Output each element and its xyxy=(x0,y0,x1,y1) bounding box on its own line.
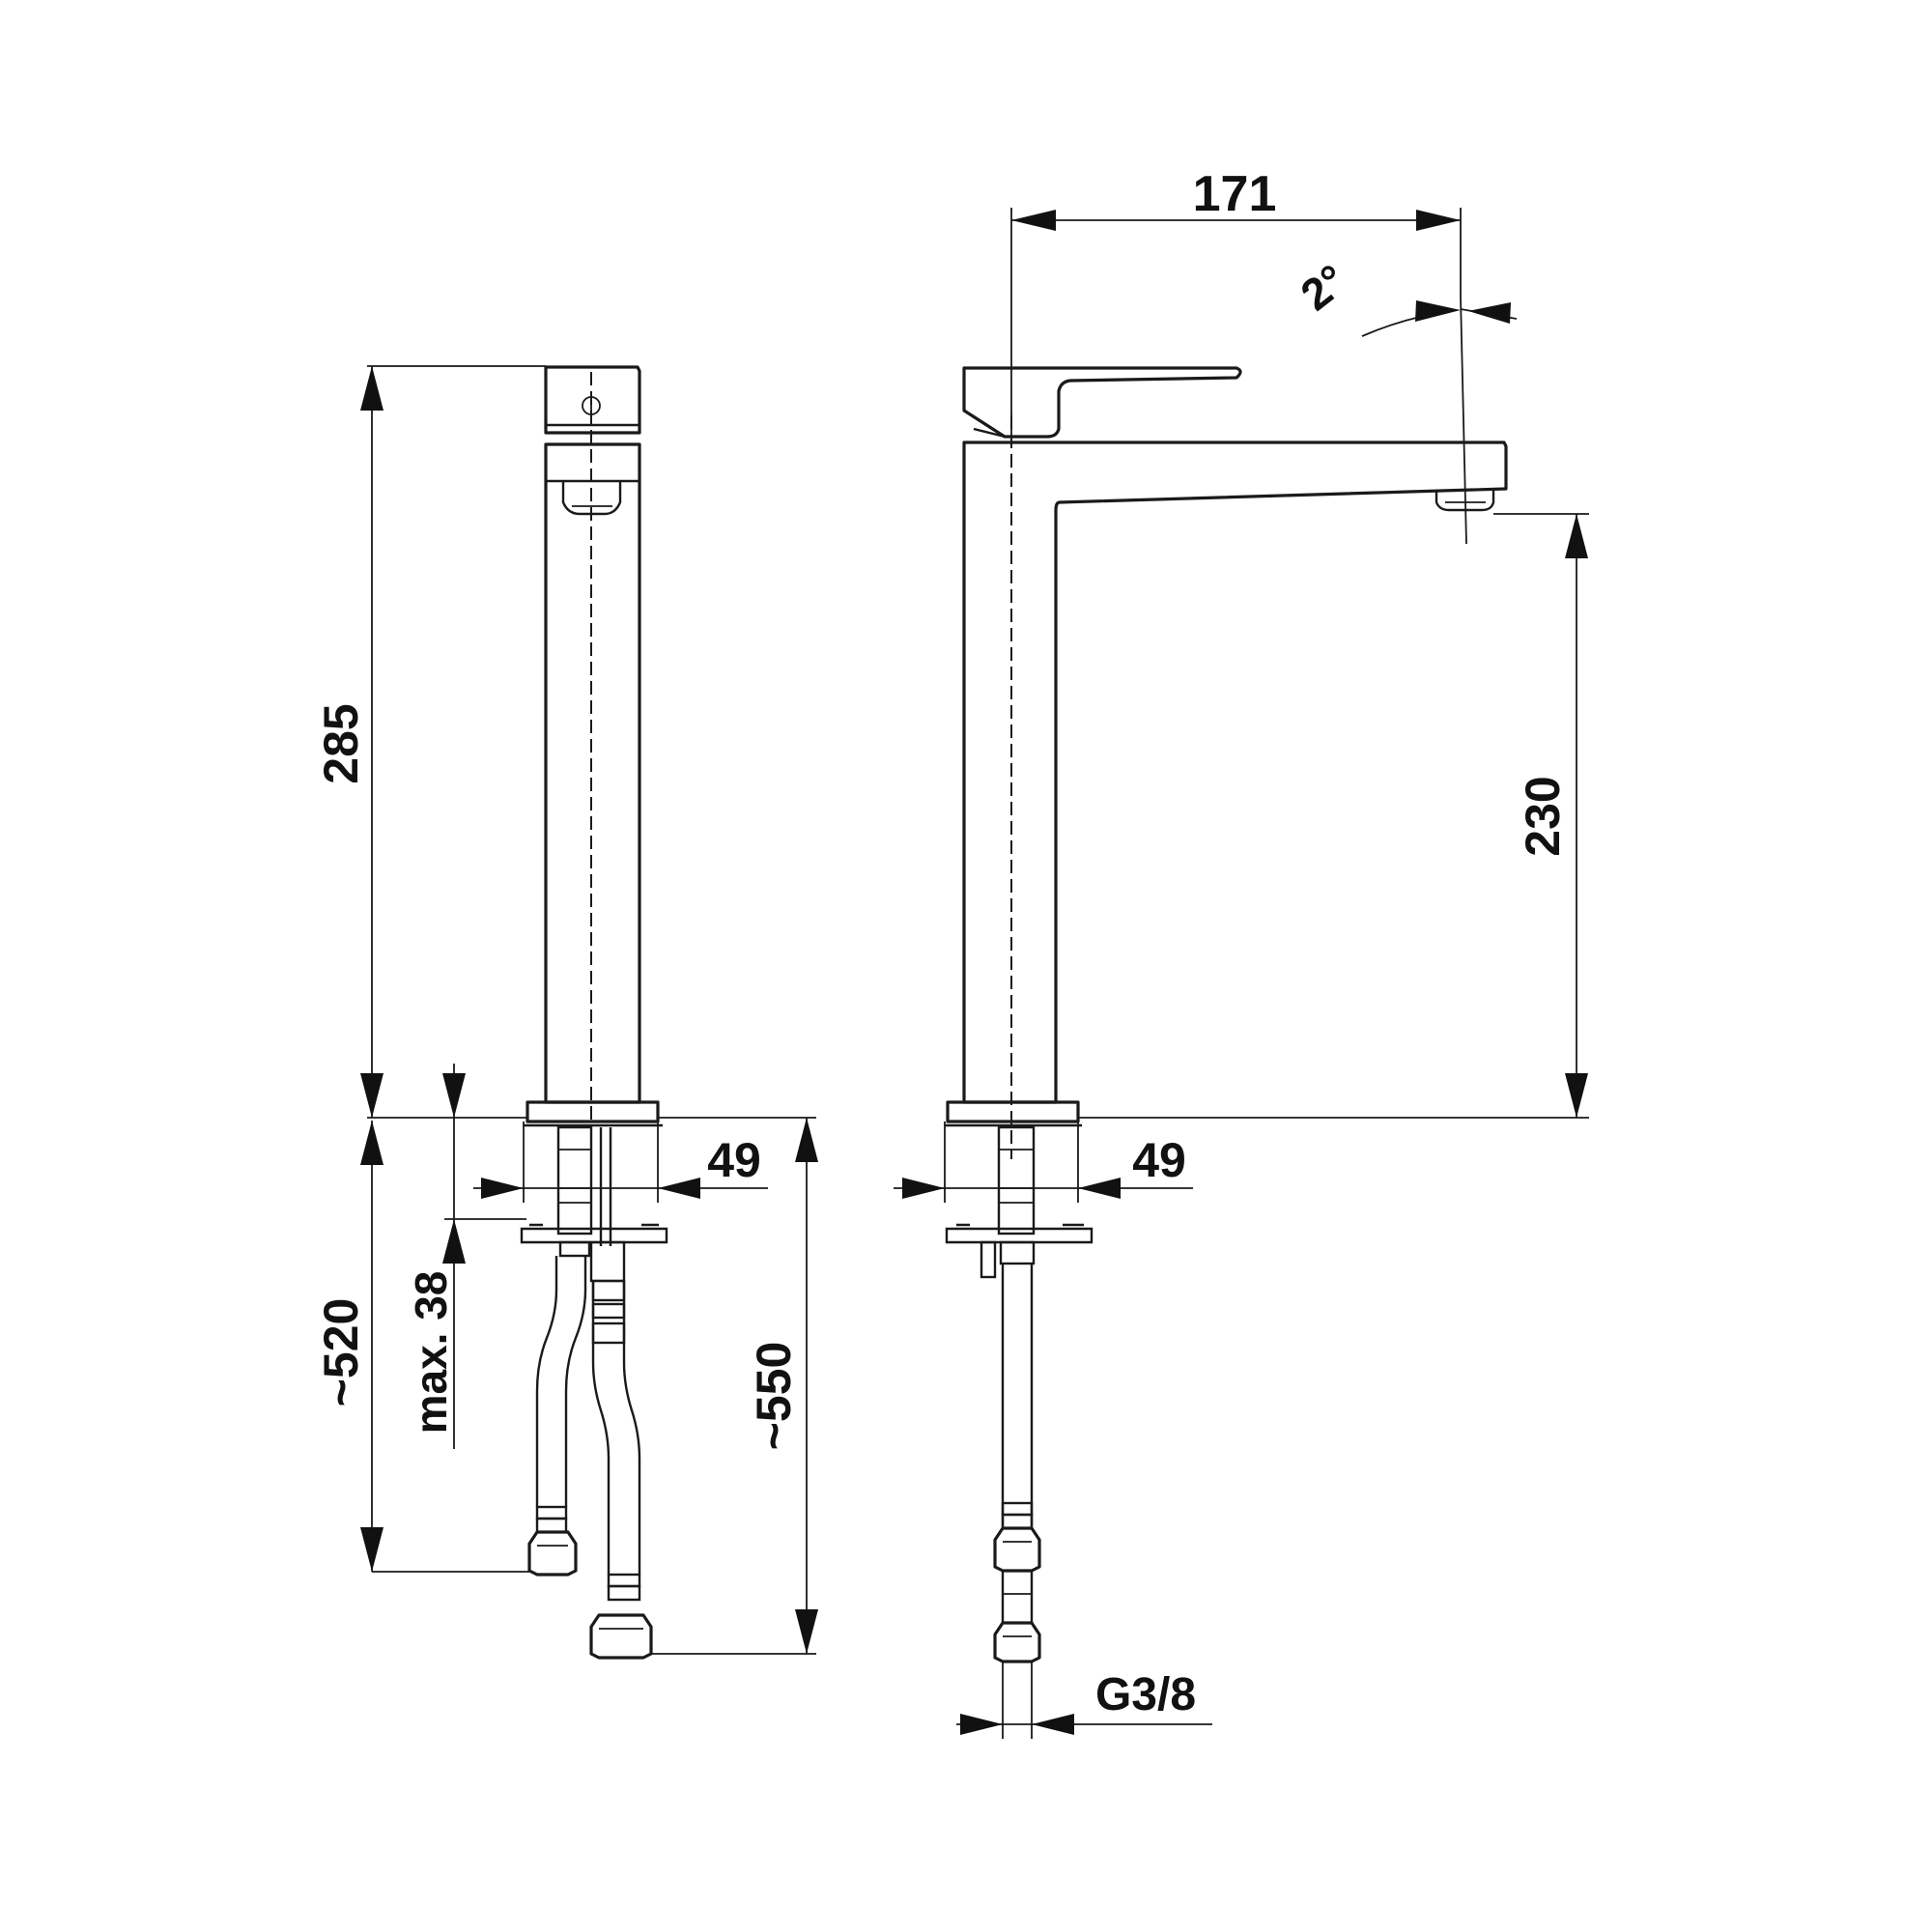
side-view xyxy=(945,297,1508,1663)
dim-base-diameter-side: 49 xyxy=(894,1122,1193,1203)
front-body xyxy=(544,442,641,1104)
dim-arrow xyxy=(795,1609,818,1654)
side-hose-nut-lower xyxy=(993,1621,1041,1663)
dim-label-hose-length-short: ~520 xyxy=(314,1298,368,1407)
dim-max-deck-thickness: max. 38 xyxy=(406,1064,526,1449)
dim-arrow xyxy=(1078,1178,1121,1199)
dim-arrow xyxy=(902,1178,945,1199)
side-mounting-plate xyxy=(945,1227,1094,1244)
dim-label-base-diameter-front: 49 xyxy=(707,1133,761,1187)
dim-arrow xyxy=(1416,210,1461,231)
dim-label-spout-height: 230 xyxy=(1516,776,1570,856)
dim-arrow xyxy=(1032,1714,1074,1735)
dim-hose-length-short: ~520 xyxy=(314,1121,529,1573)
side-body-spout xyxy=(962,440,1508,1104)
dim-arrow xyxy=(1011,210,1056,231)
dim-arrow xyxy=(481,1178,524,1199)
front-mounting-plate xyxy=(520,1227,668,1244)
side-handle-lever xyxy=(962,366,1242,439)
dim-arrow xyxy=(360,1527,384,1572)
spout-axis-line xyxy=(1460,297,1467,545)
dim-connection-thread: G3/8 xyxy=(956,1662,1212,1739)
dim-arrow xyxy=(1565,514,1588,558)
front-base-rosette xyxy=(526,1100,660,1123)
front-hose-short-nut xyxy=(527,1530,578,1577)
dim-label-base-diameter-side: 49 xyxy=(1132,1133,1186,1187)
dim-label-max-deck-thickness: max. 38 xyxy=(406,1271,456,1435)
dim-base-diameter-front: 49 xyxy=(473,1122,768,1203)
side-hose xyxy=(1001,1264,1034,1526)
dim-label-hose-length-long: ~550 xyxy=(747,1342,801,1451)
front-shank xyxy=(556,1125,593,1236)
dim-arrow xyxy=(960,1714,1003,1735)
dim-arrow xyxy=(360,366,384,411)
side-shank xyxy=(997,1125,1036,1236)
dim-spout-height: 230 xyxy=(1078,513,1589,1119)
dim-arrow xyxy=(442,1219,466,1264)
dim-label-spout-reach: 171 xyxy=(1193,166,1277,222)
side-fixing-bolt xyxy=(980,1240,997,1279)
dim-spout-angle: 2° xyxy=(1292,254,1518,337)
dim-label-overall-height: 285 xyxy=(314,703,368,783)
dim-hose-length-long: ~550 xyxy=(651,1117,818,1655)
dim-arrow xyxy=(1468,302,1511,324)
dim-arrow xyxy=(1415,300,1461,322)
side-base-rosette xyxy=(946,1100,1080,1123)
dim-arrow xyxy=(1565,1073,1588,1118)
front-view xyxy=(520,365,668,1660)
dim-arrow xyxy=(360,1121,384,1165)
dim-label-spout-angle: 2° xyxy=(1292,254,1356,320)
dim-arrow xyxy=(442,1073,466,1118)
dim-overall-height: 285 xyxy=(314,365,546,1119)
front-hose-long-nut xyxy=(589,1613,653,1660)
dim-spout-reach: 171 xyxy=(1010,166,1462,442)
dim-arrow xyxy=(360,1073,384,1118)
dim-arrow xyxy=(795,1118,818,1162)
dim-arrow xyxy=(658,1178,700,1199)
front-hose-long xyxy=(591,1281,641,1575)
dim-label-connection-thread: G3/8 xyxy=(1095,1669,1196,1720)
front-handle xyxy=(544,365,641,435)
front-hose-short xyxy=(535,1256,587,1507)
side-hose-nut-upper xyxy=(993,1526,1041,1573)
